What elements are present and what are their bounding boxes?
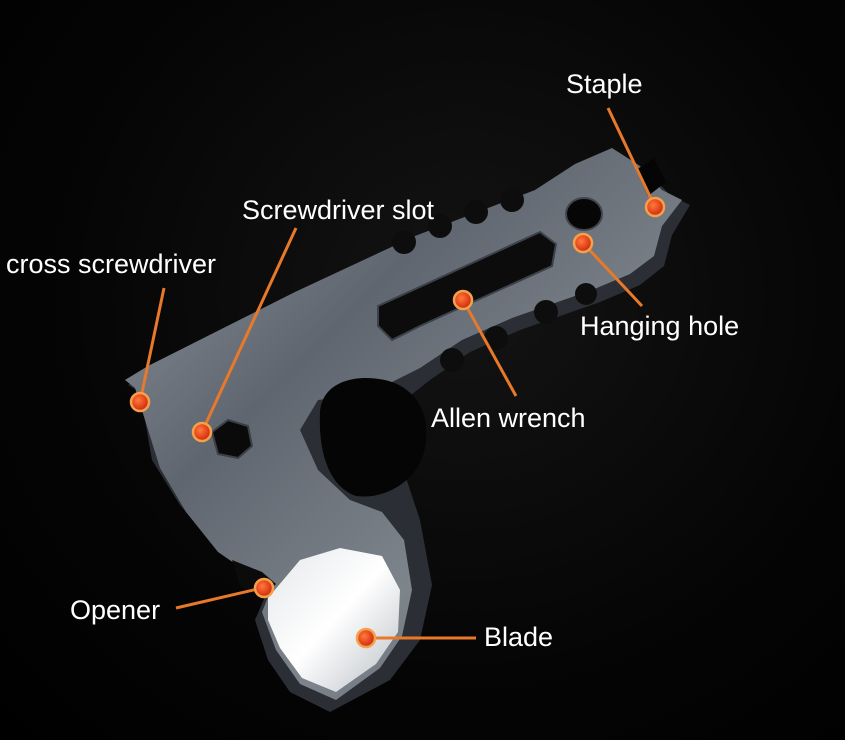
marker-blade	[355, 627, 377, 649]
bottom-serrations	[440, 283, 597, 372]
label-opener: Opener	[70, 595, 161, 625]
label-screwdriver-slot: Screwdriver slot	[242, 195, 435, 225]
leader-lines	[138, 107, 657, 640]
leader-line-screwdriver-slot	[200, 227, 298, 433]
marker-hanging-hole	[572, 232, 594, 254]
label-hanging-hole: Hanging hole	[580, 311, 740, 341]
leader-line-cross-screwdriver	[138, 287, 166, 403]
label-staple: Staple	[566, 69, 643, 99]
label-cross-screwdriver: cross screwdriver	[6, 249, 217, 279]
marker-screwdriver-slot	[191, 421, 213, 443]
label-blade: Blade	[484, 622, 554, 652]
leader-line-staple	[606, 107, 657, 208]
marker-opener	[253, 577, 275, 599]
opener-cutout	[319, 377, 427, 497]
leader-line-allen-wrench	[461, 299, 518, 397]
marker-staple	[644, 196, 666, 218]
blade-surface	[268, 548, 400, 692]
allen-wrench-slot	[377, 230, 558, 342]
staple-notch	[636, 158, 666, 196]
label-allen-wrench: Allen wrench	[431, 403, 586, 433]
leader-line-hanging-hole	[581, 241, 644, 308]
top-serrations	[392, 188, 524, 254]
tool-body	[125, 148, 682, 700]
hex-hole	[210, 418, 254, 460]
marker-allen-wrench	[452, 289, 474, 311]
hanging-hole-shape	[565, 197, 603, 231]
leader-line-opener	[175, 586, 263, 610]
marker-cross-screwdriver	[129, 391, 151, 413]
markers	[129, 196, 666, 649]
